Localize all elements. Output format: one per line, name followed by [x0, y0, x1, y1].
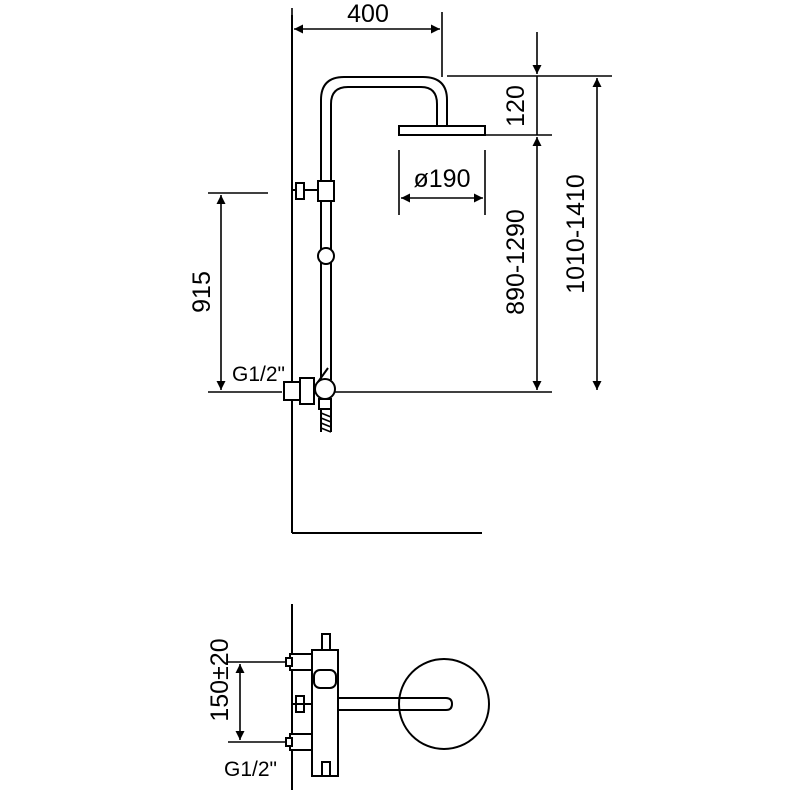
inlet-body — [299, 377, 315, 405]
dim-1010-1410-label: 1010-1410 — [562, 174, 590, 294]
dim-915-label: 915 — [188, 271, 216, 313]
bracket-nut — [295, 182, 305, 200]
dim-120-label: 120 — [502, 85, 530, 127]
mixer-cap-top — [321, 633, 331, 651]
inlet-lower-nut — [285, 737, 293, 747]
shower-head-top — [398, 658, 490, 750]
thread-label-front: G1/2" — [232, 363, 285, 386]
inlet-upper — [289, 653, 313, 671]
diverter-knob-top — [313, 669, 337, 689]
mixer-cap-bottom — [321, 761, 331, 777]
front-view: 400 120 890-1290 1010-1410 ø190 915 G1/2… — [188, 0, 612, 534]
hose-outlet — [318, 398, 332, 410]
shower-arm-top — [338, 697, 454, 711]
dim-890-1290-label: 890-1290 — [502, 209, 530, 315]
dim-150-label: 150±20 — [206, 638, 234, 721]
hose-ribs — [320, 412, 332, 433]
inlet-upper-nut — [285, 657, 293, 667]
thread-label-top: G1/2" — [224, 758, 277, 781]
dim-400-label: 400 — [347, 0, 389, 28]
mixer-bar — [311, 649, 339, 777]
diverter-lever — [317, 367, 329, 383]
top-view: 150±20 G1/2" — [206, 604, 490, 790]
slider-block — [317, 180, 335, 202]
inlet-lower — [289, 733, 313, 751]
slider-knob — [317, 247, 335, 265]
riser-pipe-inner — [330, 86, 438, 380]
shower-head — [398, 125, 486, 136]
riser-pipe-outer — [320, 76, 448, 380]
dim-190-label: ø190 — [414, 165, 471, 193]
